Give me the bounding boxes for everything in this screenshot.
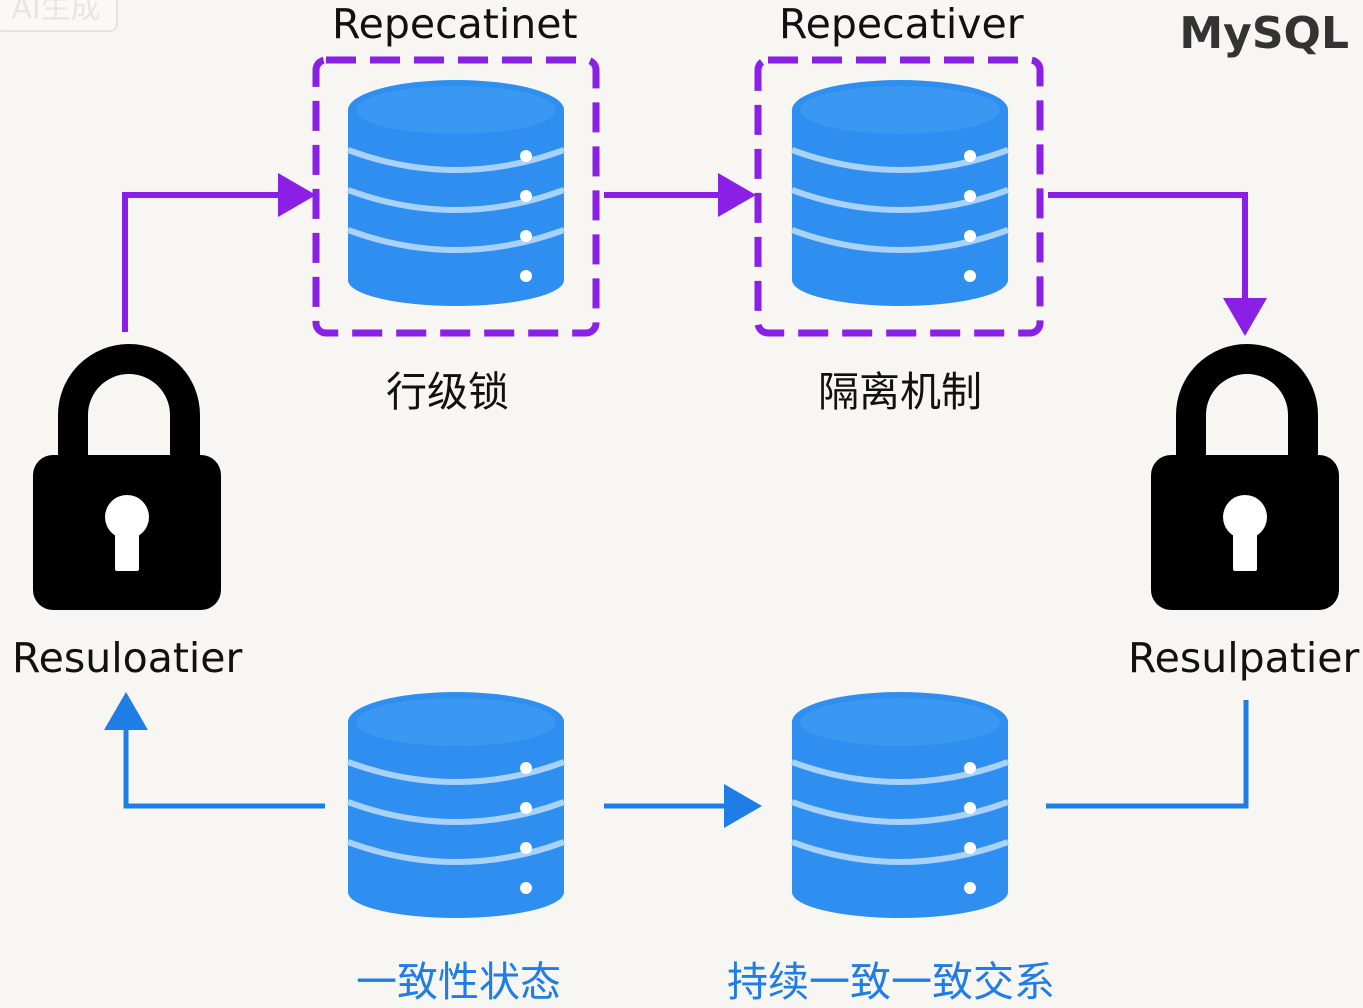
- lock-label: Resulpatier: [1128, 634, 1360, 682]
- purple-flow-lines: [122, 173, 1267, 336]
- node-title: Repecativer: [779, 0, 1024, 48]
- database-icon: [348, 692, 564, 918]
- dashed-box-isolation: [754, 56, 1044, 337]
- lock-icon: [1151, 359, 1339, 610]
- database-icon: [792, 692, 1008, 918]
- lock-icon: [33, 359, 221, 610]
- database-icon: [348, 80, 564, 306]
- node-caption: 行级锁: [386, 368, 509, 416]
- database-icon: [792, 80, 1008, 306]
- brand-label: MySQL: [1179, 8, 1349, 59]
- node-caption: 一致性状态: [356, 958, 561, 1006]
- watermark: AI生成: [0, 0, 118, 32]
- node-caption: 隔离机制: [818, 368, 982, 416]
- node-title: Repecatinet: [332, 0, 578, 48]
- blue-flow-lines: [104, 692, 1249, 828]
- node-caption: 持续一致一致交系: [727, 958, 1055, 1006]
- lock-label: Resuloatier: [12, 634, 243, 682]
- dashed-box-row-lock: [312, 56, 600, 337]
